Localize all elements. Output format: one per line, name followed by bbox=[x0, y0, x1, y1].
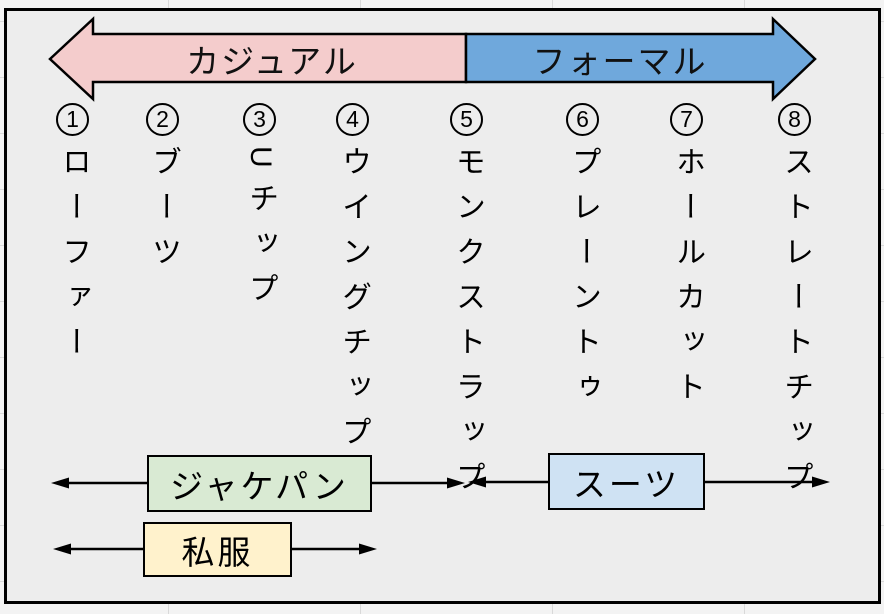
shoe-number-circle: 4 bbox=[336, 103, 369, 136]
shoe-number-circle: 1 bbox=[56, 103, 89, 136]
shoe-name-vertical-label: ローファー bbox=[57, 146, 90, 371]
shoe-name-vertical-label: モンクストラップ bbox=[451, 146, 484, 506]
shoe-number-circle: 5 bbox=[450, 103, 483, 136]
shoe-name-vertical-label: ブーツ bbox=[147, 146, 180, 281]
range-box-casualwear: 私服 bbox=[143, 522, 292, 577]
shoe-number-circle: 8 bbox=[778, 103, 811, 136]
jakepan-range-arrows bbox=[51, 477, 465, 489]
shoe-number-circle: 7 bbox=[670, 103, 703, 136]
diagram-shapes-layer bbox=[48, 16, 830, 555]
formal-direction-arrow bbox=[464, 16, 817, 102]
suit-range-arrows bbox=[468, 476, 830, 488]
shoe-number-circle: 3 bbox=[243, 103, 276, 136]
shoe-number-circle: 6 bbox=[566, 103, 599, 136]
shoe-name-vertical-label: ウイングチップ bbox=[337, 146, 370, 461]
axis-label-formal: フォーマル bbox=[532, 43, 708, 80]
shoe-name-vertical-label: ストレートチップ bbox=[779, 146, 812, 506]
range-box-suit: スーツ bbox=[548, 453, 705, 510]
range-box-jakepan: ジャケパン bbox=[147, 455, 372, 512]
shoe-name-vertical-label: プレーントゥ bbox=[567, 146, 600, 416]
shoe-number-circle: 2 bbox=[146, 103, 179, 136]
shoe-name-vertical-label: ホールカット bbox=[671, 146, 704, 416]
shoe-name-vertical-label: Uチップ bbox=[244, 146, 277, 318]
axis-label-casual: カジュアル bbox=[186, 43, 358, 80]
casualwear-range-arrows bbox=[53, 543, 377, 555]
